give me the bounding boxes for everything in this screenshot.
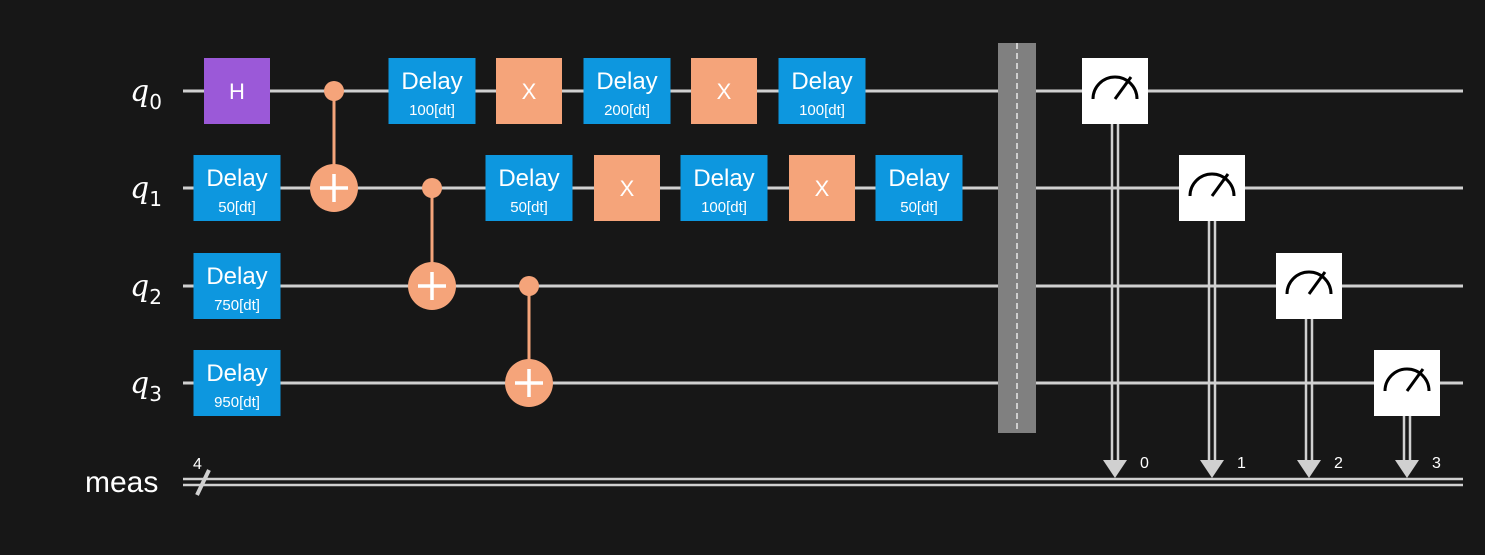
measure-gate xyxy=(1179,155,1245,221)
x-gate xyxy=(496,58,562,124)
qubit-label-index: 3 xyxy=(149,382,162,406)
delay-gate-param: 100[dt] xyxy=(799,102,845,119)
delay-gate-label: Delay xyxy=(206,165,267,192)
delay-gate-param: 100[dt] xyxy=(701,199,747,216)
measure-gate xyxy=(1374,350,1440,416)
cx-control-dot xyxy=(422,178,442,198)
qubit-label-name: q xyxy=(130,366,149,401)
meter-icon xyxy=(1091,75,1139,100)
delay-gate-label: Delay xyxy=(498,165,559,192)
delay-gate xyxy=(485,155,573,221)
measure-arrow xyxy=(1200,460,1224,478)
delay-gate-label: Delay xyxy=(693,165,754,192)
h-gate-label: H xyxy=(229,79,245,104)
delay-gate xyxy=(875,155,963,221)
delay-gate-label: Delay xyxy=(206,360,267,387)
x-gate-label: X xyxy=(717,79,732,104)
bus-width-label: 4 xyxy=(193,456,202,473)
delay-gate-param: 950[dt] xyxy=(214,394,260,411)
bus-slash xyxy=(195,469,211,496)
delay-gate-label: Delay xyxy=(401,68,462,95)
x-gate-label: X xyxy=(620,176,635,201)
meter-icon xyxy=(1383,367,1431,392)
measure-arrow xyxy=(1395,460,1419,478)
qubit-label-name: q xyxy=(130,269,149,304)
clbit-index: 3 xyxy=(1432,455,1441,472)
meter-needle xyxy=(1405,368,1425,392)
meter-icon xyxy=(1285,270,1333,295)
measure-arrow xyxy=(1297,460,1321,478)
measure-gate xyxy=(1276,253,1342,319)
delay-gate-label: Delay xyxy=(888,165,949,192)
x-gate xyxy=(594,155,660,221)
cx-control-dot xyxy=(324,81,344,101)
x-gate xyxy=(789,155,855,221)
measure-arrow xyxy=(1103,460,1127,478)
x-gate xyxy=(691,58,757,124)
qubit-label-name: q xyxy=(130,74,149,109)
delay-gate xyxy=(778,58,866,124)
qubit-label: q3 xyxy=(130,366,162,406)
clbit-index: 1 xyxy=(1237,455,1246,472)
qubit-label-index: 0 xyxy=(149,90,162,114)
delay-gate-param: 200[dt] xyxy=(604,102,650,119)
qubit-label-name: q xyxy=(130,171,149,206)
delay-gate-param: 750[dt] xyxy=(214,297,260,314)
delay-gate-label: Delay xyxy=(206,263,267,290)
delay-gate xyxy=(388,58,476,124)
delay-gate-label: Delay xyxy=(791,68,852,95)
clbit-index: 0 xyxy=(1140,455,1149,472)
delay-gate-param: 50[dt] xyxy=(900,199,938,216)
qubit-label: q0 xyxy=(130,74,162,114)
qubit-label: q2 xyxy=(130,269,162,309)
delay-gate-param: 50[dt] xyxy=(218,199,256,216)
operations-layer: H Delay 50[dt] Delay 750[dt] Delay 950[dt] Dela… xyxy=(193,43,1441,478)
delay-gate xyxy=(680,155,768,221)
qubit-label-index: 1 xyxy=(149,187,162,211)
qubit-label-index: 2 xyxy=(149,285,162,309)
delay-gate-param: 100[dt] xyxy=(409,102,455,119)
x-gate-label: X xyxy=(522,79,537,104)
h-gate xyxy=(204,58,270,124)
delay-gate-label: Delay xyxy=(596,68,657,95)
delay-gate-param: 50[dt] xyxy=(510,199,548,216)
meter-needle xyxy=(1113,76,1133,100)
x-gate-label: X xyxy=(815,176,830,201)
qubit-label: q1 xyxy=(130,171,162,211)
meter-needle xyxy=(1210,173,1230,197)
cx-control-dot xyxy=(519,276,539,296)
delay-gate xyxy=(193,155,281,221)
measure-gate xyxy=(1082,58,1148,124)
meter-needle xyxy=(1307,271,1327,295)
clbit-index: 2 xyxy=(1334,455,1343,472)
delay-gate xyxy=(193,350,281,416)
meter-icon xyxy=(1188,172,1236,197)
delay-gate xyxy=(583,58,671,124)
wires-layer: 4 xyxy=(183,89,1463,496)
classical-register-label: meas xyxy=(85,466,158,499)
delay-gate xyxy=(193,253,281,319)
